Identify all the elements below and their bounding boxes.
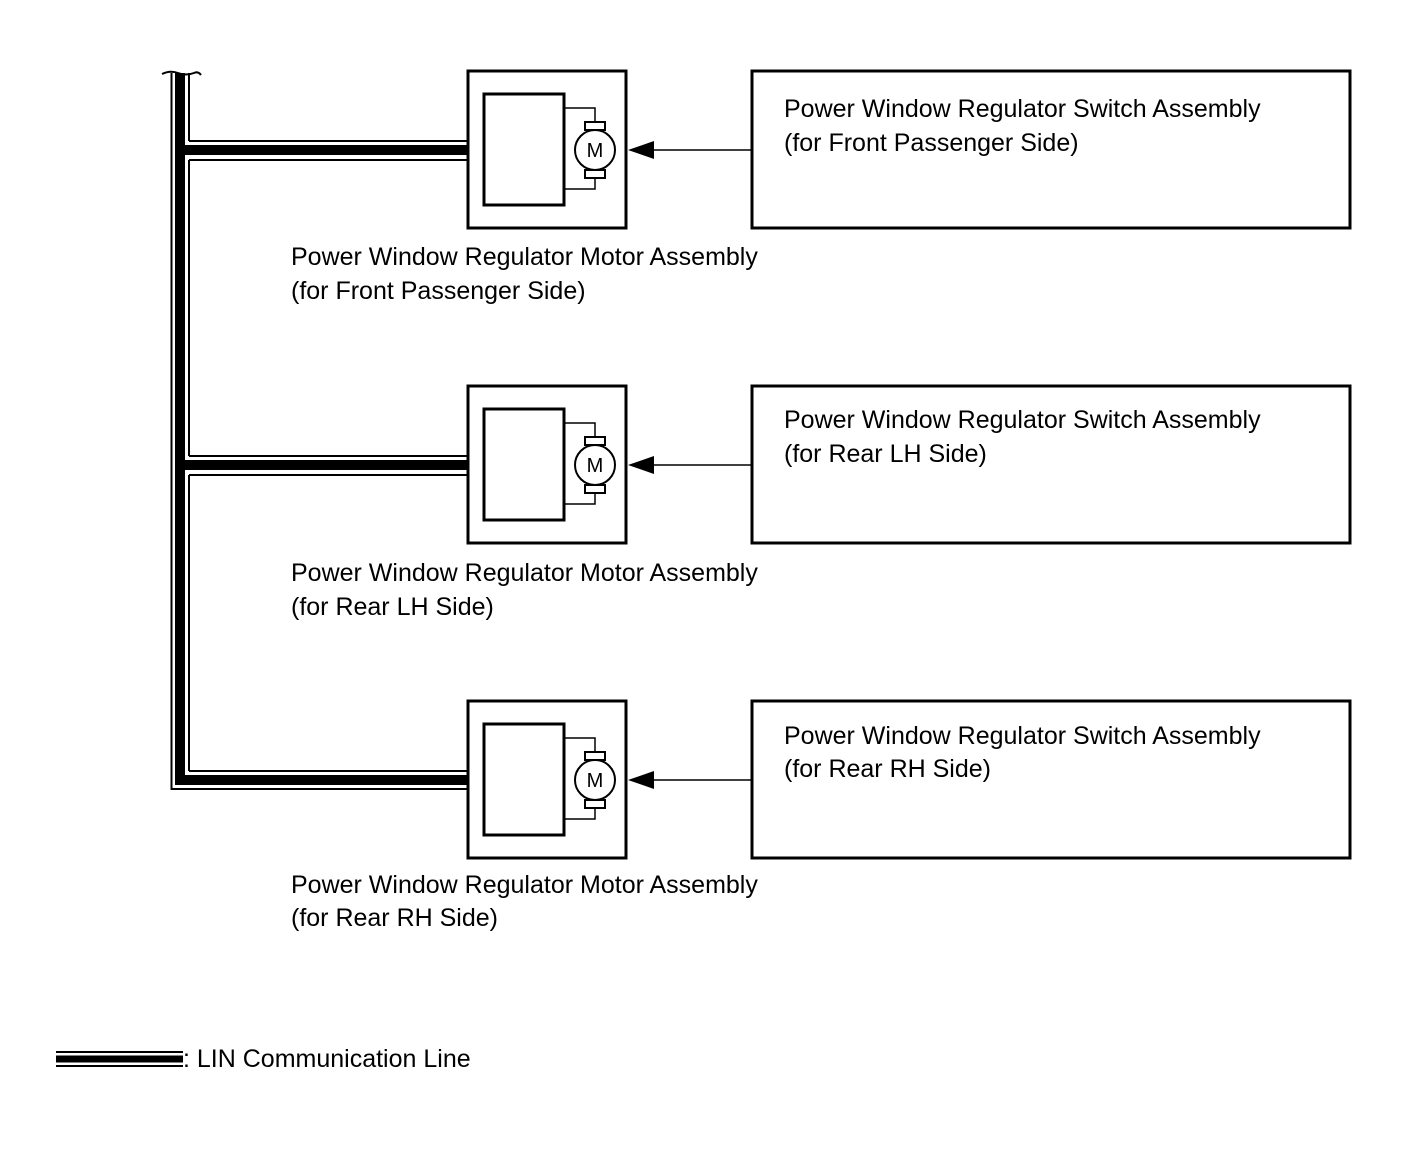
motor-symbol: M	[587, 770, 604, 792]
motor-ecu-block	[482, 722, 566, 837]
motor-brush	[584, 169, 606, 179]
unit-rear-rh: M Power Window Regulator Switch Assembly…	[291, 699, 1352, 932]
motor-wire	[564, 737, 596, 752]
lin-bus	[161, 70, 468, 790]
motor-wire	[564, 422, 596, 437]
motor-label-line2: (for Front Passenger Side)	[291, 277, 586, 305]
arrow-head-icon	[628, 771, 654, 789]
motor-assembly: M	[466, 699, 628, 860]
unit-front-passenger: M Power Window Regulator Switch Assembly…	[291, 69, 1352, 305]
motor-label-line1: Power Window Regulator Motor Assembly	[291, 559, 758, 587]
arrow-head-icon	[628, 456, 654, 474]
motor-brush	[584, 121, 606, 131]
motor-brush	[584, 436, 606, 446]
motor-wire	[564, 177, 596, 190]
switch-label-line2: (for Rear RH Side)	[784, 755, 991, 783]
motor-assembly-box	[466, 384, 628, 545]
motor-wire	[564, 807, 596, 820]
switch-label-line1: Power Window Regulator Switch Assembly	[784, 722, 1261, 750]
motor-icon	[574, 129, 616, 171]
motor-assembly-box	[466, 69, 628, 230]
motor-label-line2: (for Rear LH Side)	[291, 593, 494, 621]
switch-assembly-box	[750, 69, 1352, 230]
motor-wire	[564, 107, 596, 122]
switch-label-line1: Power Window Regulator Switch Assembly	[784, 95, 1261, 123]
motor-brush	[584, 799, 606, 809]
motor-label-line1: Power Window Regulator Motor Assembly	[291, 871, 758, 899]
motor-label-line2: (for Rear RH Side)	[291, 904, 498, 932]
motor-brush	[584, 484, 606, 494]
motor-symbol: M	[587, 140, 604, 162]
motor-label-line1: Power Window Regulator Motor Assembly	[291, 243, 758, 271]
legend-label: : LIN Communication Line	[183, 1045, 471, 1073]
legend: : LIN Communication Line	[56, 1045, 471, 1073]
unit-rear-lh: M Power Window Regulator Switch Assembly…	[291, 384, 1352, 621]
motor-symbol: M	[587, 455, 604, 477]
switch-label-line1: Power Window Regulator Switch Assembly	[784, 406, 1261, 434]
motor-brush	[584, 751, 606, 761]
motor-assembly: M	[466, 384, 628, 545]
motor-assembly-box	[466, 699, 628, 860]
motor-assembly: M	[466, 69, 628, 230]
arrow-head-icon	[628, 141, 654, 159]
motor-icon	[574, 759, 616, 801]
switch-label-line2: (for Front Passenger Side)	[784, 129, 1079, 157]
motor-icon	[574, 444, 616, 486]
switch-assembly-box	[750, 384, 1352, 545]
switch-label-line2: (for Rear LH Side)	[784, 440, 987, 468]
motor-ecu-block	[482, 407, 566, 522]
motor-ecu-block	[482, 92, 566, 207]
switch-assembly-box	[750, 699, 1352, 860]
bus-break-mark	[161, 70, 202, 76]
motor-wire	[564, 492, 596, 505]
